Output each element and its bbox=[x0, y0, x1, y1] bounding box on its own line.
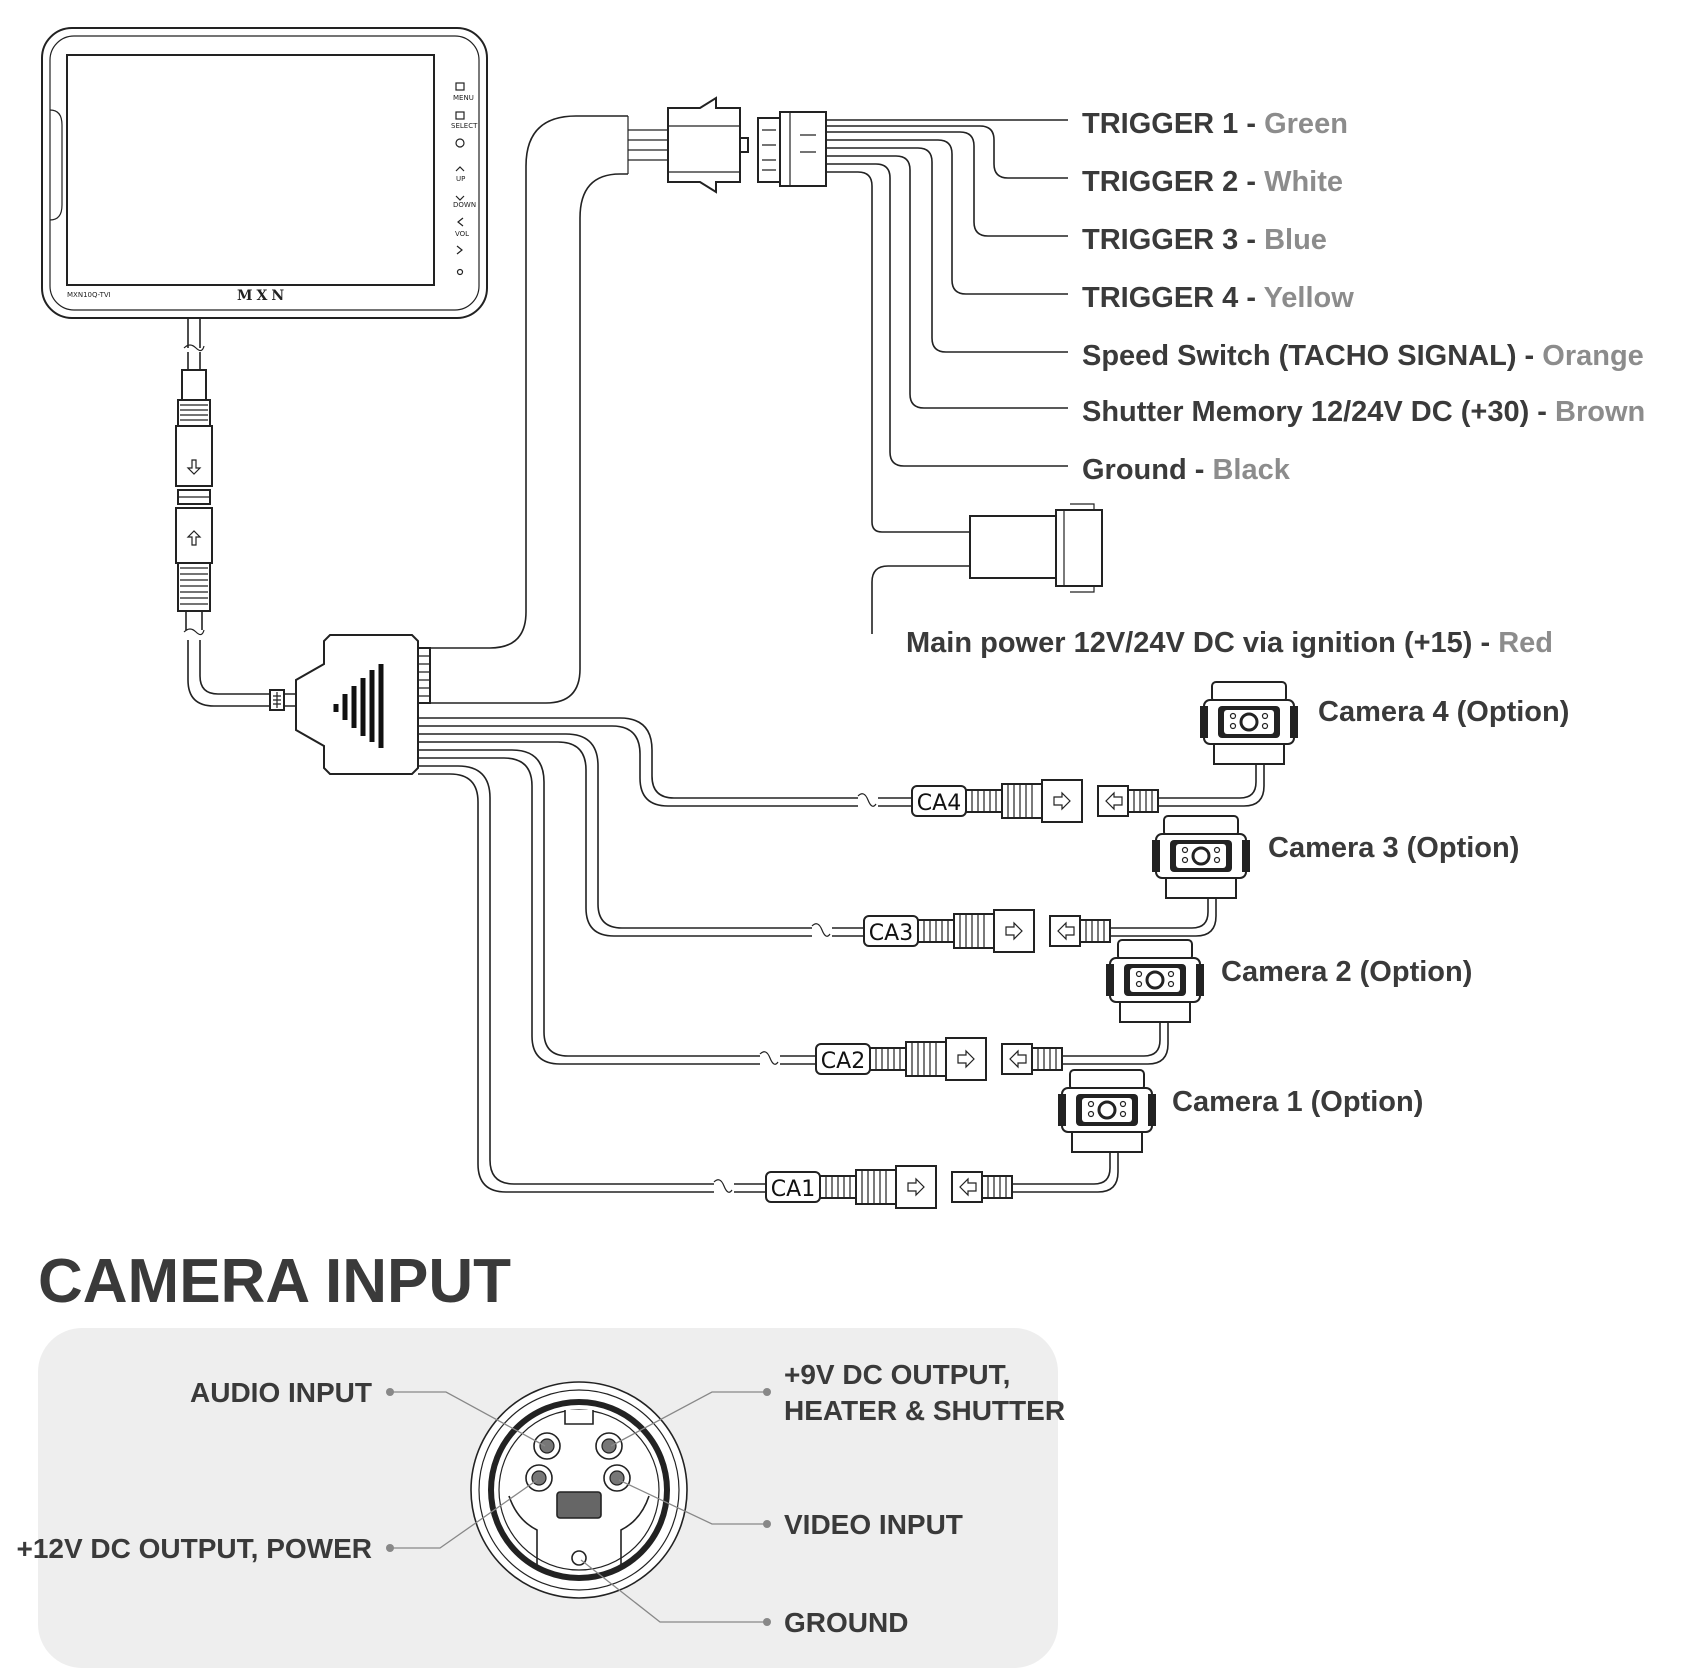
arrow-icon bbox=[1009, 1049, 1027, 1069]
arrow-icon bbox=[1005, 921, 1023, 941]
vol-up-icon[interactable] bbox=[456, 245, 463, 255]
power-icon[interactable] bbox=[455, 138, 465, 148]
ground-label: Ground - Black bbox=[1082, 454, 1291, 486]
dc9-output-label-line1: +9V DC OUTPUT, bbox=[784, 1359, 1010, 1390]
monitor-brand-logo: MXN bbox=[237, 288, 288, 304]
dc12-output-label: +12V DC OUTPUT, POWER bbox=[16, 1533, 372, 1564]
camera-3-label: Camera 3 (Option) bbox=[1268, 832, 1519, 864]
arrow-icon bbox=[1053, 791, 1071, 811]
camera-4-chain: CA4 Camera 4 (Option) bbox=[911, 681, 1569, 823]
up-icon[interactable] bbox=[455, 166, 465, 172]
pin-video bbox=[603, 1464, 631, 1492]
down-label: DOWN bbox=[453, 201, 476, 209]
monitor-buttons: MENU SELECT UP DOWN VOL bbox=[451, 82, 478, 276]
junction-box bbox=[284, 634, 431, 775]
power-fuse-holder bbox=[969, 503, 1103, 593]
pin-audio bbox=[533, 1432, 561, 1460]
trigger-3-label: TRIGGER 3 - Blue bbox=[1082, 224, 1327, 256]
arrow-icon bbox=[907, 1177, 925, 1197]
monitor: MXN10Q-TVI MXN MENU SELECT UP DOWN VOL bbox=[41, 27, 488, 319]
vol-down-icon[interactable] bbox=[457, 217, 464, 227]
pin-12v bbox=[525, 1464, 553, 1492]
select-label: SELECT bbox=[451, 122, 478, 130]
arrow-icon bbox=[1105, 791, 1123, 811]
ground-pin-label: GROUND bbox=[784, 1607, 908, 1638]
trigger-4-label: TRIGGER 4 - Yellow bbox=[1082, 282, 1354, 314]
arrow-icon bbox=[186, 459, 202, 475]
vol-label: VOL bbox=[455, 230, 469, 238]
ca1-tag-text: CA1 bbox=[771, 1177, 815, 1202]
main-power-label: Main power 12V/24V DC via ignition (+15)… bbox=[906, 627, 1553, 659]
audio-input-label: AUDIO INPUT bbox=[190, 1377, 372, 1408]
arrow-icon bbox=[957, 1049, 975, 1069]
speed-switch-label: Speed Switch (TACHO SIGNAL) - Orange bbox=[1082, 340, 1644, 372]
menu-icon[interactable] bbox=[455, 82, 465, 91]
arrow-icon bbox=[1057, 921, 1075, 941]
down-icon[interactable] bbox=[455, 195, 465, 201]
arrow-icon bbox=[959, 1177, 977, 1197]
menu-label: MENU bbox=[453, 94, 474, 102]
camera-3-chain: CA3 Camera 3 (Option) bbox=[863, 815, 1519, 953]
video-input-label: VIDEO INPUT bbox=[784, 1509, 963, 1540]
trigger-2-label: TRIGGER 2 - White bbox=[1082, 166, 1343, 198]
camera-2-label: Camera 2 (Option) bbox=[1221, 956, 1472, 988]
camera-1-label: Camera 1 (Option) bbox=[1172, 1086, 1423, 1118]
harness-connector bbox=[667, 96, 827, 194]
camera-icon bbox=[1058, 1069, 1156, 1153]
main-harness bbox=[430, 115, 668, 704]
camera-2-chain: CA2 Camera 2 (Option) bbox=[815, 939, 1472, 1081]
camera-icon bbox=[1106, 939, 1204, 1023]
camera-cables bbox=[418, 717, 912, 1193]
trigger-labels: TRIGGER 1 - Green TRIGGER 2 - White TRIG… bbox=[906, 108, 1645, 659]
select-icon[interactable] bbox=[455, 111, 465, 120]
trigger-1-label: TRIGGER 1 - Green bbox=[1082, 108, 1348, 140]
ca2-tag-text: CA2 bbox=[821, 1049, 865, 1074]
camera-icon bbox=[1152, 815, 1250, 899]
trigger-wires bbox=[826, 119, 1068, 634]
four-pin-connector bbox=[470, 1381, 688, 1599]
monitor-cable bbox=[175, 318, 285, 711]
shutter-memory-label: Shutter Memory 12/24V DC (+30) - Brown bbox=[1082, 396, 1645, 428]
camera-icon bbox=[1200, 681, 1298, 765]
monitor-model: MXN10Q-TVI bbox=[67, 291, 111, 299]
dc9-output-label-line2: HEATER & SHUTTER bbox=[784, 1395, 1065, 1426]
camera-1-chain: CA1 Camera 1 (Option) bbox=[765, 1069, 1423, 1209]
arrow-icon bbox=[186, 530, 202, 546]
up-label: UP bbox=[456, 175, 465, 183]
led-indicator bbox=[456, 268, 464, 276]
pin-9v bbox=[595, 1432, 623, 1460]
camera-4-label: Camera 4 (Option) bbox=[1318, 696, 1569, 728]
camera-input-panel: AUDIO INPUT +9V DC OUTPUT, HEATER & SHUT… bbox=[16, 1328, 1065, 1668]
ca3-tag-text: CA3 bbox=[869, 921, 913, 946]
ca4-tag-text: CA4 bbox=[917, 791, 961, 816]
camera-input-title: CAMERA INPUT bbox=[38, 1247, 511, 1316]
